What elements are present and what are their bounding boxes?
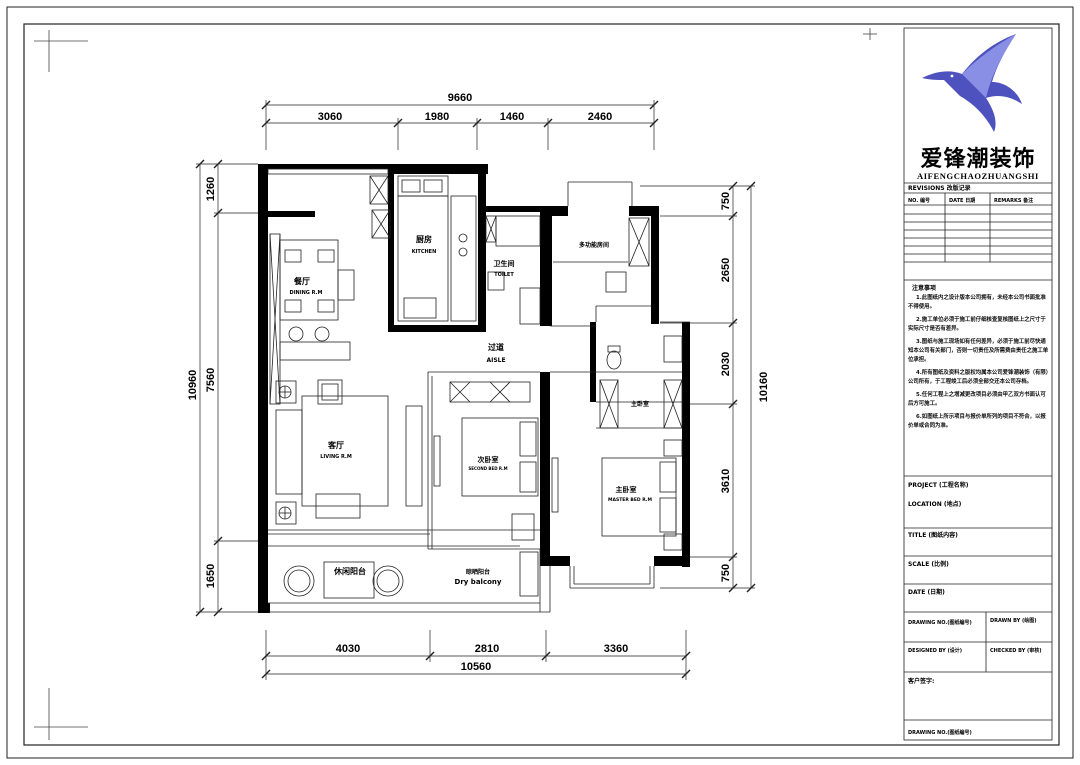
master-bed-label-en: MASTER BED R.M — [608, 497, 652, 503]
registration-mark-bottom — [34, 688, 88, 740]
dimension-right — [640, 181, 756, 593]
designed-by-label: DESIGNED BY (设计) — [908, 647, 962, 654]
dry-balcony-label-en: Dry balcony — [455, 578, 502, 586]
aisle-label-en: AISLE — [486, 357, 505, 364]
brand-logo-icon — [922, 34, 1022, 132]
checked-by-label: CHECKED BY (审核) — [990, 647, 1042, 654]
living-fixtures — [275, 379, 423, 525]
brand-name-en: AIFENGCHAOZHUANGSHI — [917, 171, 1039, 181]
dim-bottom-seg-3: 3360 — [604, 643, 628, 655]
toilet-label-en: TOILET — [494, 272, 514, 278]
brand-name-cn: 爱锋潮装饰 — [920, 146, 1035, 172]
dim-top-seg-4: 2460 — [588, 111, 612, 123]
dim-top-seg-3: 1460 — [500, 111, 524, 123]
dimension-bottom — [261, 630, 691, 680]
dim-left-seg-2: 7560 — [205, 368, 217, 392]
master-bath-fixtures — [599, 335, 683, 429]
kitchen-fixtures — [369, 175, 477, 322]
toilet-fixtures — [485, 215, 541, 325]
note-4: 4.所有图纸及资料之版权均属本公司爱锋潮装饰（有限）公司所有，于工程竣工后必须全… — [908, 370, 1049, 385]
living-label: 客厅 — [327, 440, 344, 450]
dim-right-seg-1: 750 — [720, 192, 732, 210]
dim-bottom-seg-2: 2810 — [475, 643, 499, 655]
dining-fixtures — [269, 233, 355, 405]
living-label-en: LIVING R.M — [320, 454, 352, 460]
rev-header-date: DATE 日期 — [949, 197, 975, 204]
drawn-by-label: DRAWN BY (绘图) — [990, 617, 1037, 624]
dim-top-seg-2: 1980 — [425, 111, 449, 123]
registration-mark-top — [34, 30, 88, 72]
note-6: 6.如图纸上所示项目与报价单所列的项目不符合，以报价单或合同为准。 — [908, 414, 1046, 429]
master-bed-label: 主卧室 — [616, 485, 637, 494]
walls — [258, 164, 690, 613]
dining-label: 餐厅 — [293, 276, 310, 286]
dim-right-seg-5: 750 — [720, 564, 732, 582]
outer-frame — [6, 6, 1074, 759]
revisions-label: REVISIONS 改版记录 — [908, 184, 971, 192]
note-1: 1.此图纸内之设计版本公司拥有，未经本公司书面批准不得使用。 — [908, 295, 1046, 310]
master-bath-label: 主卧室 — [631, 400, 649, 408]
inner-frame — [23, 23, 1060, 746]
thin-walls — [267, 168, 690, 613]
notes-title: 注意事项 — [912, 284, 936, 292]
title-block-frame — [903, 27, 1053, 741]
note-5: 5.任何工程上之增减更改项目必须由甲乙双方书面认可后方可施工。 — [908, 392, 1046, 407]
rev-header-no: NO. 编号 — [908, 197, 930, 204]
scale-label: SCALE (比例) — [908, 560, 949, 568]
balcony-fixtures — [268, 545, 539, 599]
kitchen-label: 厨房 — [416, 234, 432, 244]
title-label: TITLE (图纸内容) — [908, 531, 958, 539]
second-bedroom-fixtures — [433, 381, 539, 541]
dim-left-seg-1: 1260 — [205, 177, 217, 201]
note-3: 3.图纸与施工现场如有任何差异，必须于施工前尽快通知本公司有关部门，否则一切责任… — [908, 339, 1049, 363]
dim-bottom-seg-1: 4030 — [336, 643, 360, 655]
rev-header-remarks: REMARKS 备注 — [994, 197, 1033, 204]
dim-top-seg-1: 3060 — [318, 111, 342, 123]
dim-left-seg-3: 1650 — [205, 564, 217, 588]
notes-block: 1.此图纸内之设计版本公司拥有，未经本公司书面批准不得使用。 2.施工单位必须于… — [908, 295, 1049, 429]
leisure-balcony-label: 休闲阳台 — [333, 566, 366, 576]
date-label: DATE (日期) — [908, 588, 945, 596]
dim-right-seg-3: 2030 — [720, 352, 732, 376]
dimension-top — [261, 100, 659, 150]
multi-room-fixtures — [553, 217, 650, 293]
dim-right-seg-4: 3610 — [720, 469, 732, 493]
dry-balcony-label: 晾晒阳台 — [466, 568, 490, 576]
master-bedroom-fixtures — [551, 439, 683, 551]
dim-left-total: 10960 — [187, 370, 199, 401]
aisle-label: 过道 — [488, 342, 504, 352]
dim-top-total: 9660 — [448, 92, 472, 104]
location-label: LOCATION (地点) — [908, 500, 962, 508]
dim-right-total: 10160 — [758, 372, 770, 403]
second-bed-label: 次卧室 — [478, 455, 499, 464]
multi-room-label: 多功能房间 — [579, 241, 609, 249]
dimension-left — [195, 159, 258, 617]
dim-right-seg-2: 2650 — [720, 258, 732, 282]
client-sign-label: 客户签字: — [907, 677, 934, 685]
note-2: 2.施工单位必须于施工前仔细核查复核图纸上之尺寸于实际尺寸是否有差异。 — [908, 317, 1046, 332]
dining-label-en: DINING R.M — [290, 290, 323, 296]
registration-mark-right — [863, 28, 877, 40]
second-bed-label-en: SECOND BED R.M — [468, 466, 507, 471]
toilet-label: 卫生间 — [494, 259, 515, 268]
project-label: PROJECT (工程名称) — [908, 481, 969, 489]
kitchen-label-en: KITCHEN — [412, 249, 437, 255]
drawing-no-label: DRAWING NO.(图纸编号) — [908, 619, 972, 626]
drawing-no-bottom-label: DRAWING NO.(图纸编号) — [908, 729, 972, 736]
dim-bottom-total: 10560 — [461, 661, 492, 673]
